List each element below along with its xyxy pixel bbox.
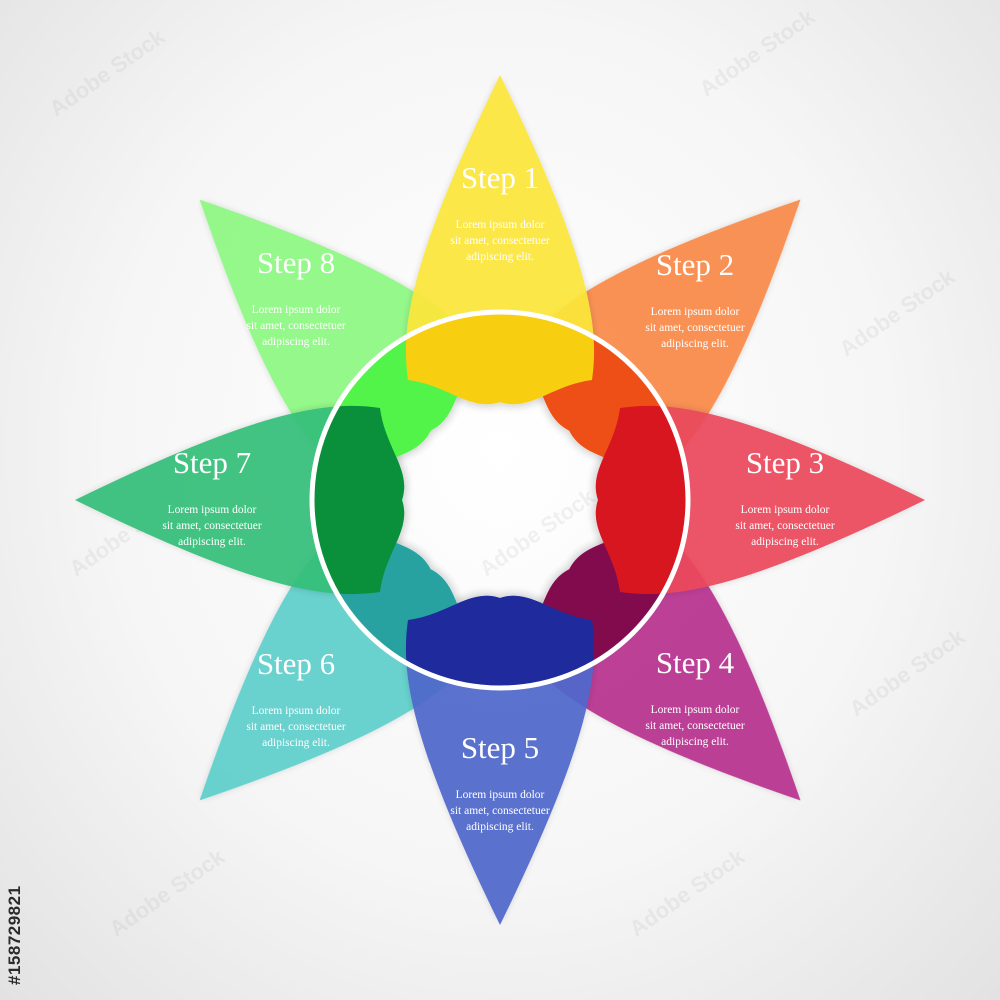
step-title: Step 6 [257, 646, 335, 681]
step-label-5: Step 5 Lorem ipsum dolor sit amet, consect… [450, 730, 549, 833]
step-description-line: sit amet, consectetuer [246, 320, 345, 332]
step-description-line: adipiscing elit. [178, 536, 246, 548]
petal-inner-step-3 [595, 405, 688, 595]
step-description-line: sit amet, consectetuer [645, 322, 744, 334]
step-description-line: sit amet, consectetuer [246, 721, 345, 733]
step-description-line: sit amet, consectetuer [450, 805, 549, 817]
step-label-1: Step 1 Lorem ipsum dolor sit amet, consect… [450, 160, 549, 263]
step-description-line: Lorem ipsum dolor [252, 705, 341, 717]
petal-inner-step-5 [405, 595, 595, 688]
step-description-line: sit amet, consectetuer [450, 235, 549, 247]
center-ring [309, 309, 691, 691]
stock-id-label: #158729821 [5, 885, 24, 985]
step-description-line: sit amet, consectetuer [162, 520, 261, 532]
step-label-6: Step 6 Lorem ipsum dolor sit amet, consect… [246, 646, 345, 749]
step-title: Step 7 [173, 445, 251, 480]
step-description-line: adipiscing elit. [262, 737, 330, 749]
step-description-line: sit amet, consectetuer [645, 720, 744, 732]
step-description-line: adipiscing elit. [661, 736, 729, 748]
step-description-line: adipiscing elit. [661, 338, 729, 350]
petal-inner-step-7 [312, 405, 405, 595]
step-description-line: Lorem ipsum dolor [456, 789, 545, 801]
step-description-line: adipiscing elit. [466, 251, 534, 263]
step-label-3: Step 3 Lorem ipsum dolor sit amet, consect… [735, 445, 834, 548]
step-title: Step 4 [656, 645, 735, 680]
step-description-line: sit amet, consectetuer [735, 520, 834, 532]
petal-inner-step-1 [405, 312, 595, 405]
step-description-line: adipiscing elit. [262, 336, 330, 348]
step-description-line: Lorem ipsum dolor [651, 306, 740, 318]
step-labels: Step 1 Lorem ipsum dolor sit amet, consect… [162, 160, 834, 833]
step-description-line: Lorem ipsum dolor [651, 704, 740, 716]
step-title: Step 5 [461, 730, 539, 765]
step-description-line: Lorem ipsum dolor [252, 304, 341, 316]
step-label-8: Step 8 Lorem ipsum dolor sit amet, consect… [246, 245, 345, 348]
step-description-line: Lorem ipsum dolor [456, 219, 545, 231]
step-description-line: Lorem ipsum dolor [741, 504, 830, 516]
step-label-4: Step 4 Lorem ipsum dolor sit amet, consect… [645, 645, 744, 748]
step-label-2: Step 2 Lorem ipsum dolor sit amet, consect… [645, 247, 744, 350]
step-title: Step 8 [257, 245, 335, 280]
step-title: Step 3 [746, 445, 824, 480]
step-title: Step 2 [656, 247, 734, 282]
step-description-line: Lorem ipsum dolor [168, 504, 257, 516]
step-label-7: Step 7 Lorem ipsum dolor sit amet, consect… [162, 445, 261, 548]
step-title: Step 1 [461, 160, 539, 195]
step-description-line: adipiscing elit. [751, 536, 819, 548]
step-description-line: adipiscing elit. [466, 821, 534, 833]
